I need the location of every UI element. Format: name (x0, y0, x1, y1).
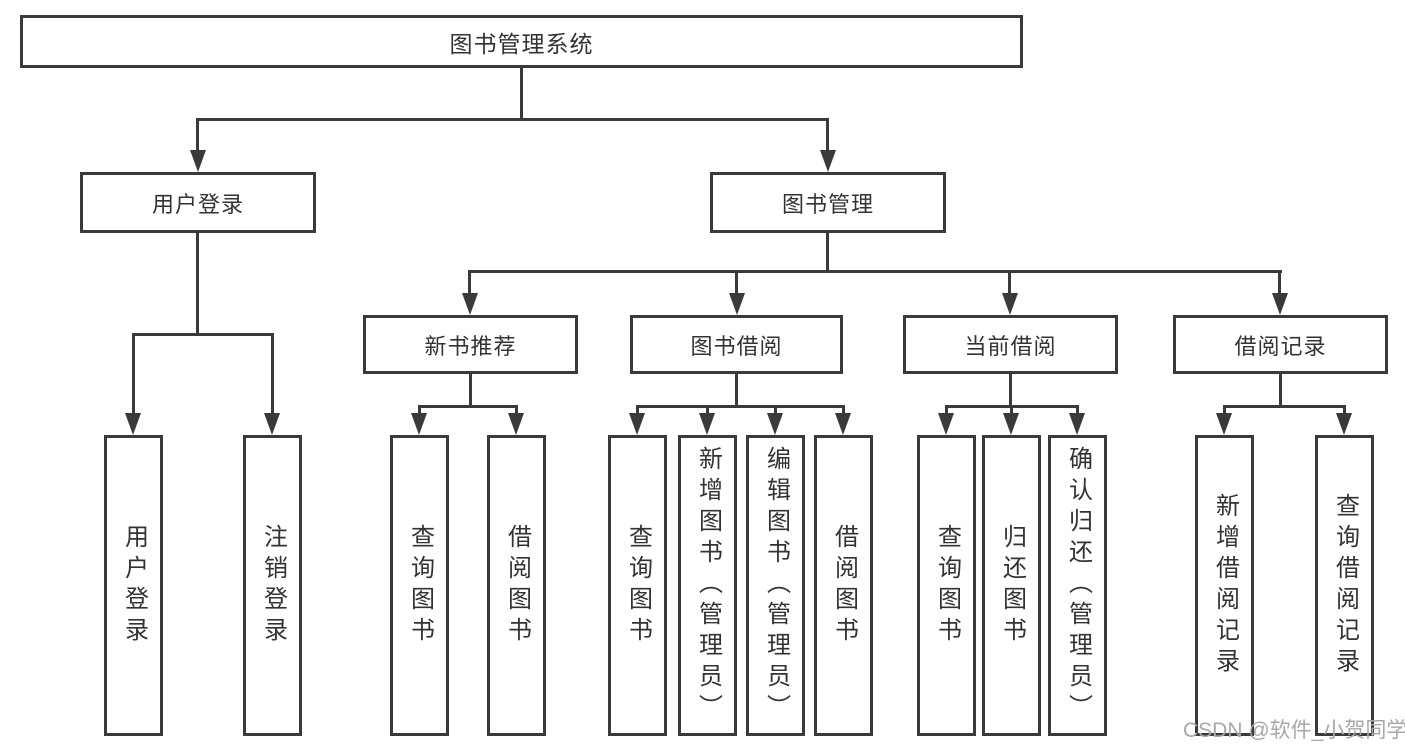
leaf-query-borrow-record: 查询借阅记录 (1315, 435, 1374, 736)
node-current-borrow-label: 当前借阅 (964, 333, 1057, 359)
leaf-query-books-2-label: 查询图书 (624, 523, 652, 648)
connector-current-borrow-stem (1009, 373, 1012, 408)
node-borrow-records-label: 借阅记录 (1234, 333, 1327, 359)
connector-drop-leaf (945, 405, 948, 417)
connector-user-login-rail (132, 333, 274, 336)
leaf-query-books-2: 查询图书 (608, 435, 667, 736)
node-current-borrow: 当前借阅 (903, 315, 1118, 374)
connector-drop-level3 (1278, 270, 1281, 296)
leaf-user-login-label: 用户登录 (120, 523, 148, 648)
node-book-management: 图书管理 (710, 172, 946, 233)
node-book-management-label: 图书管理 (781, 191, 874, 217)
connector-book-borrow-stem (735, 373, 738, 408)
leaf-query-books-1: 查询图书 (390, 435, 449, 736)
leaf-add-borrow-record-label: 新增借阅记录 (1211, 492, 1239, 679)
arrowhead-down-icon (264, 413, 280, 435)
arrowhead-down-icon (1002, 293, 1018, 315)
connector-drop-level3 (468, 270, 471, 296)
arrowhead-down-icon (508, 413, 524, 435)
leaf-borrow-books-2-label: 借阅图书 (830, 523, 858, 648)
connector-book-management-stem (826, 231, 829, 273)
node-book-borrow-label: 图书借阅 (690, 333, 783, 359)
connector-drop-leaf (636, 405, 639, 417)
leaf-add-books-admin: 新增图书（管理员） (678, 435, 737, 736)
connector-drop-leaf (515, 405, 518, 417)
connector-level2-rail (196, 118, 829, 121)
connector-drop-book-management (826, 118, 829, 154)
arrowhead-down-icon (1003, 413, 1019, 435)
node-root-label: 图书管理系统 (449, 30, 594, 57)
leaf-user-login: 用户登录 (104, 435, 163, 736)
leaf-edit-books-admin: 编辑图书（管理员） (746, 435, 805, 736)
connector-new-book-stem (469, 373, 472, 408)
node-root: 图书管理系统 (20, 15, 1023, 68)
arrowhead-down-icon (820, 150, 836, 172)
leaf-query-borrow-record-label: 查询借阅记录 (1331, 492, 1359, 679)
leaf-add-books-admin-label: 新增图书（管理员） (694, 446, 722, 725)
arrowhead-down-icon (938, 413, 954, 435)
connector-level3-rail (468, 270, 1282, 273)
leaf-query-books-1-label: 查询图书 (406, 523, 434, 648)
leaf-borrow-books-1-label: 借阅图书 (503, 523, 531, 648)
arrowhead-down-icon (699, 413, 715, 435)
node-borrow-records: 借阅记录 (1173, 315, 1388, 374)
connector-drop-leaf (271, 333, 274, 415)
connector-drop-level3 (735, 270, 738, 296)
connector-drop-leaf (1343, 405, 1346, 417)
leaf-borrow-books-1: 借阅图书 (487, 435, 546, 736)
node-book-borrow: 图书借阅 (630, 315, 843, 374)
leaf-confirm-return-admin-label: 确认归还（管理员） (1064, 446, 1092, 725)
connector-drop-leaf (774, 405, 777, 417)
leaf-logout: 注销登录 (243, 435, 302, 736)
leaf-confirm-return-admin: 确认归还（管理员） (1048, 435, 1107, 736)
leaf-edit-books-admin-label: 编辑图书（管理员） (762, 446, 790, 725)
leaf-borrow-books-2: 借阅图书 (814, 435, 873, 736)
connector-borrow-records-stem (1279, 373, 1282, 408)
connector-drop-leaf (132, 333, 135, 415)
connector-drop-leaf (1010, 405, 1013, 417)
arrowhead-down-icon (1272, 293, 1288, 315)
leaf-return-books-label: 归还图书 (998, 523, 1026, 648)
arrowhead-down-icon (1336, 413, 1352, 435)
leaf-query-books-3: 查询图书 (917, 435, 976, 736)
arrowhead-down-icon (835, 413, 851, 435)
connector-borrow-records-rail (1223, 405, 1346, 408)
node-new-book-recommend: 新书推荐 (363, 315, 578, 374)
connector-drop-leaf (1223, 405, 1226, 417)
connector-new-book-rail (418, 405, 518, 408)
connector-drop-leaf (842, 405, 845, 417)
arrowhead-down-icon (729, 293, 745, 315)
connector-drop-leaf (1076, 405, 1079, 417)
connector-book-borrow-rail (636, 405, 845, 408)
connector-user-login-stem (196, 231, 199, 336)
arrowhead-down-icon (767, 413, 783, 435)
connector-drop-leaf (706, 405, 709, 417)
node-user-login-label: 用户登录 (151, 191, 244, 217)
leaf-add-borrow-record: 新增借阅记录 (1195, 435, 1254, 736)
leaf-query-books-3-label: 查询图书 (933, 523, 961, 648)
arrowhead-down-icon (1069, 413, 1085, 435)
connector-root-stem (520, 66, 523, 121)
connector-drop-level3 (1008, 270, 1011, 296)
leaf-return-books: 归还图书 (982, 435, 1041, 736)
connector-drop-leaf (418, 405, 421, 417)
arrowhead-down-icon (411, 413, 427, 435)
arrowhead-down-icon (125, 413, 141, 435)
csdn-watermark: CSDN @软件_小贺同学 (1183, 719, 1405, 742)
leaf-logout-label: 注销登录 (259, 523, 287, 648)
arrowhead-down-icon (1216, 413, 1232, 435)
node-user-login: 用户登录 (80, 172, 316, 233)
node-new-book-recommend-label: 新书推荐 (424, 333, 517, 359)
arrowhead-down-icon (190, 150, 206, 172)
arrowhead-down-icon (629, 413, 645, 435)
arrowhead-down-icon (462, 293, 478, 315)
connector-drop-user-login (196, 118, 199, 154)
